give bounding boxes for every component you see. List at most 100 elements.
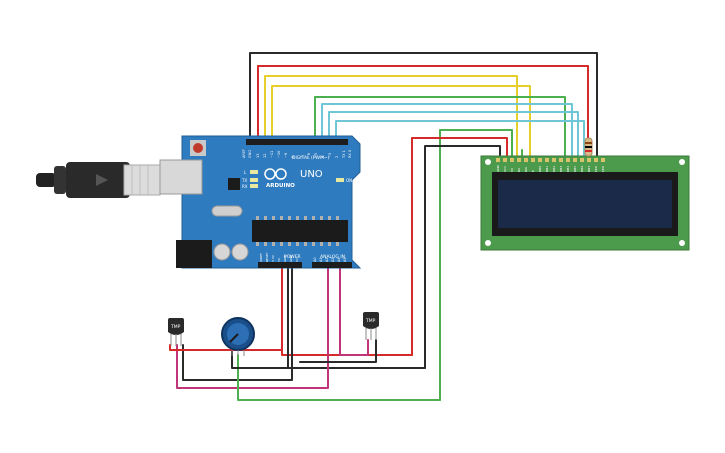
- board-brand: ARDUINO: [266, 183, 295, 189]
- pin-label-d2: 2: [335, 156, 339, 158]
- wire-red-tmp1[interactable]: [169, 344, 283, 351]
- lcd-pin-db1: DB1: [545, 166, 549, 172]
- pin-label-gnd1: GND: [283, 254, 287, 262]
- capacitor-2: [231, 243, 249, 261]
- pin-label-reset: RESET: [265, 252, 269, 262]
- label-on: ON: [346, 178, 352, 183]
- led-on: [336, 178, 344, 182]
- led-rx: [250, 184, 258, 188]
- led-tx: [250, 178, 258, 182]
- pin-label-a4: A4: [337, 257, 341, 262]
- lcd-pins: [496, 158, 605, 162]
- wire-red-5v[interactable]: [281, 267, 413, 356]
- tmp-sensor-2-label: TMP: [365, 318, 376, 324]
- digital-header: [246, 139, 348, 145]
- lcd-pin-db2: DB2: [552, 166, 556, 172]
- wire-red-pot[interactable]: [255, 299, 283, 351]
- pin-label-a2: A2: [325, 257, 329, 262]
- lcd-pin-e: E: [531, 170, 535, 172]
- arduino-uno-board[interactable]: ARDUINO UNO DIGITAL (PWM~) POWER ANALOG …: [159, 135, 362, 269]
- lcd-pin-vcc: VCC: [503, 166, 507, 172]
- arduino-logo-icon: [264, 168, 287, 180]
- pin-label-d5: ~5: [314, 153, 318, 158]
- pin-label-d10: ~10: [277, 151, 281, 158]
- lcd-screen: [498, 180, 672, 228]
- lcd-pin-rw: RW: [524, 167, 528, 172]
- lcd-pin-led-k: LED: [601, 165, 605, 172]
- wire-black-pot[interactable]: [231, 349, 289, 369]
- pin-label-a0: A0: [313, 257, 317, 262]
- wire-green-lcd[interactable]: [439, 129, 513, 401]
- pin-label-a3: A3: [331, 257, 335, 262]
- resistor[interactable]: [584, 137, 593, 157]
- pin-label-d6: ~6: [307, 153, 311, 158]
- label-l: L: [244, 170, 247, 175]
- led-l: [250, 170, 258, 174]
- pin-label-3v3: 3.3V: [271, 254, 275, 262]
- pin-label-d11: ~11: [270, 151, 274, 158]
- crystal: [211, 205, 243, 217]
- lcd-pin-db0: DB0: [538, 166, 542, 172]
- wire-green-top[interactable]: [314, 96, 566, 161]
- wire-red-top[interactable]: [257, 65, 589, 141]
- digital-label: DIGITAL (PWM~): [292, 155, 330, 161]
- usb-cable[interactable]: [36, 162, 161, 198]
- pin-label-d13: 13: [256, 154, 260, 158]
- lcd-pin-db5: DB5: [573, 166, 577, 172]
- wire-black-gnd-1[interactable]: [287, 267, 426, 369]
- pin-label-d1: TX 1: [342, 150, 346, 159]
- lcd-pin-db6: DB6: [580, 166, 584, 172]
- pin-label-vin: Vin: [295, 257, 299, 262]
- label-gnd: GND: [248, 150, 252, 158]
- atmega-chip: [252, 220, 348, 242]
- wire-green-pot[interactable]: [237, 354, 441, 401]
- pin-label-a5: A5: [343, 257, 347, 262]
- power-label: POWER: [284, 254, 301, 260]
- tmp-sensor-1-label: TMP: [170, 324, 181, 330]
- lcd-pin-v0: V0: [510, 168, 514, 172]
- wire-cyan-2[interactable]: [328, 111, 579, 161]
- wire-black-lcd[interactable]: [424, 145, 501, 369]
- analog-label: ANALOG IN: [320, 254, 345, 260]
- pin-label-gnd2: GND: [289, 254, 293, 262]
- pin-label-d4: 4: [321, 155, 325, 158]
- lcd-pin-led-a: LED: [594, 165, 598, 172]
- board-model: UNO: [300, 169, 323, 180]
- analog-header: [312, 262, 352, 268]
- wire-cyan-3[interactable]: [335, 120, 585, 161]
- wire-yellow-2[interactable]: [271, 85, 531, 161]
- label-tx: TX: [241, 178, 247, 183]
- tmp-sensor-2[interactable]: TMP: [363, 312, 379, 340]
- wire-magenta-a1[interactable]: [176, 267, 329, 389]
- pin-label-d7: 7: [300, 156, 304, 158]
- lcd-pin-gnd: GND: [496, 164, 500, 172]
- potentiometer[interactable]: [221, 317, 255, 356]
- pin-label-a1: A1: [319, 257, 323, 262]
- wire-yellow-1[interactable]: [264, 75, 518, 161]
- tmp-sensor-1[interactable]: TMP: [168, 318, 184, 346]
- lcd-pin-db7: DB7: [587, 166, 591, 172]
- wire-red-lcd[interactable]: [411, 137, 508, 356]
- wire-magenta-a3[interactable]: [339, 267, 369, 356]
- lcd-pin-rs: RS: [517, 168, 521, 172]
- lcd-16x2-module[interactable]: GND VCC V0 RS RW E DB0 DB1 DB2 DB3 DB4 D…: [480, 155, 690, 251]
- pin-label-d12: 12: [263, 154, 267, 158]
- pin-label-d8: 8: [291, 156, 295, 158]
- label-rx: RX: [242, 184, 248, 189]
- pin-label-d3: ~3: [328, 153, 332, 158]
- pin-label-d0: RX 0: [348, 150, 352, 158]
- wire-black-top[interactable]: [249, 52, 598, 161]
- usb-port: [159, 159, 203, 195]
- usb-chip: [228, 178, 240, 190]
- power-header: [258, 262, 302, 268]
- pin-label-ioref: IOREF: [259, 253, 263, 262]
- wire-cyan-1[interactable]: [321, 103, 573, 161]
- lcd-pin-db3: DB3: [559, 166, 563, 172]
- wires: [169, 52, 598, 401]
- capacitor-1: [213, 243, 231, 261]
- lcd-pin-db4: DB4: [566, 166, 570, 172]
- power-jack: [176, 240, 212, 268]
- wire-black-tmp2[interactable]: [299, 339, 377, 363]
- pin-label-d9: ~9: [284, 153, 288, 158]
